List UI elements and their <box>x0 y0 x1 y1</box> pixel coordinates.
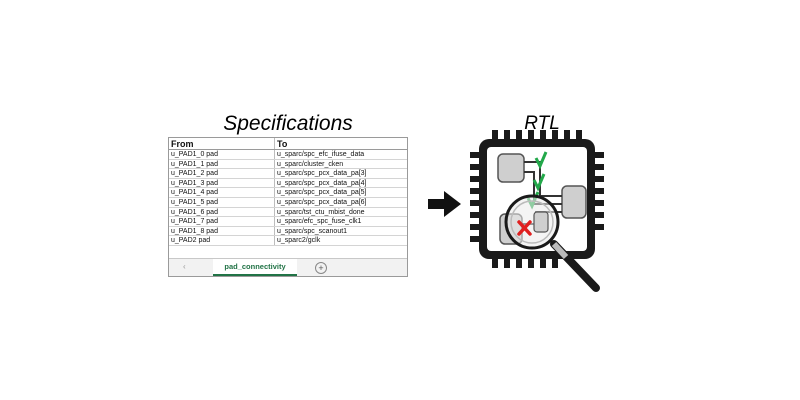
cell-to[interactable]: u_sparc/spc_pcx_data_pa[5] <box>277 189 367 197</box>
chip-icon <box>470 130 604 292</box>
logic-block <box>497 153 525 183</box>
sheet-tab-pad-connectivity[interactable]: pad_connectivity <box>213 259 297 276</box>
cell-to[interactable]: u_sparc2/gclk <box>277 237 321 245</box>
cell-from[interactable]: u_PAD1_8 pad <box>169 226 275 236</box>
cell-to[interactable]: u_sparc/spc_scanout1 <box>277 227 348 235</box>
cell-from[interactable]: u_PAD1_5 pad <box>169 197 275 207</box>
column-header-from: From <box>169 138 275 149</box>
cell-to[interactable]: u_sparc/spc_pcx_data_pa[4] <box>277 179 367 187</box>
cell-to[interactable]: u_sparc/spc_efc_ifuse_data <box>277 151 365 158</box>
chip-pins <box>470 130 604 268</box>
sheet-tab-bar: ‹ pad_connectivity + <box>169 258 407 276</box>
cell-from[interactable]: u_PAD1_0 pad <box>169 150 275 159</box>
tab-scroll-left-icon[interactable]: ‹ <box>183 262 186 271</box>
cell-to[interactable]: u_sparc/spc_pcx_data_pa[3] <box>277 170 367 178</box>
cell-to[interactable]: u_sparc/spc_pcx_data_pa[6] <box>277 198 367 206</box>
cell-from[interactable]: u_PAD1_3 pad <box>169 178 275 188</box>
cell-from[interactable]: u_PAD1_4 pad <box>169 188 275 197</box>
add-sheet-icon[interactable]: + <box>315 262 327 274</box>
cell-from[interactable]: u_PAD1_1 pad <box>169 159 275 169</box>
cell-from[interactable]: u_PAD1_2 pad <box>169 169 275 178</box>
rtl-title: RTL <box>524 113 560 134</box>
cell-to[interactable]: u_sparc/cluster_cken <box>277 160 344 168</box>
cell-from[interactable]: u_PAD1_6 pad <box>169 207 275 217</box>
column-header-to: To <box>277 139 288 149</box>
cell-to[interactable]: u_sparc/tst_ctu_mbist_done <box>277 208 365 216</box>
cell-from[interactable]: u_PAD1_7 pad <box>169 217 275 226</box>
header-row: From To <box>169 138 407 150</box>
cell-from[interactable]: u_PAD2 pad <box>169 236 275 245</box>
right-arrow-icon <box>428 191 461 217</box>
cell-to[interactable]: u_sparc/efc_spc_fuse_clk1 <box>277 218 362 226</box>
cross-icon <box>517 220 532 236</box>
logic-block <box>561 185 587 219</box>
specifications-title: Specifications <box>223 112 353 135</box>
